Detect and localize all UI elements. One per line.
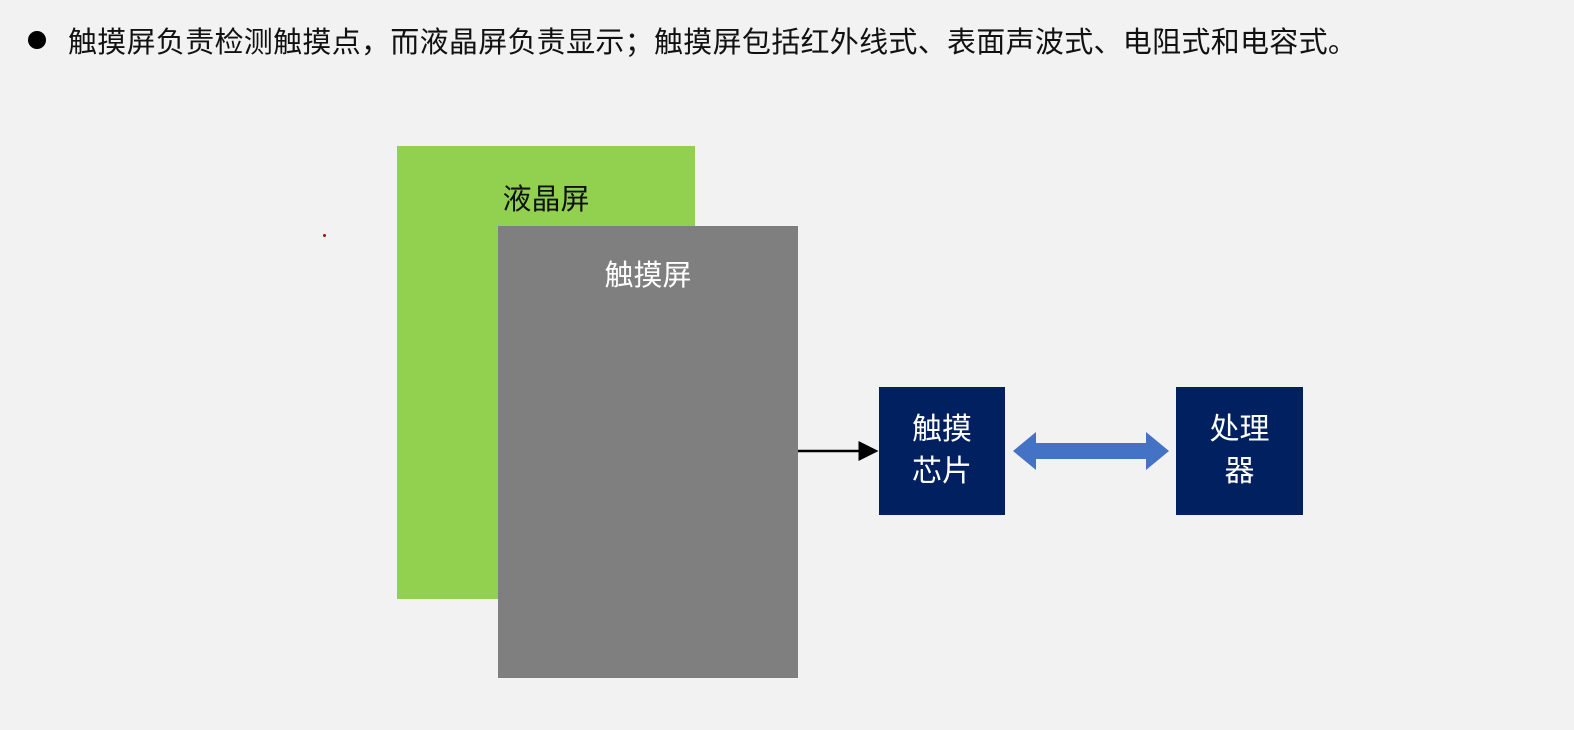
touchscreen-block: 触摸屏	[498, 226, 798, 678]
bullet-text: 触摸屏负责检测触摸点，而液晶屏负责显示；触摸屏包括红外线式、表面声波式、电阻式和…	[68, 25, 1358, 59]
lcd-screen-label: 液晶屏	[502, 182, 590, 216]
processor-block: 处理器	[1176, 387, 1303, 515]
bullet-dot-icon	[28, 31, 46, 49]
touch-chip-label: 触摸芯片	[912, 412, 972, 489]
pointer-dot-icon	[323, 234, 326, 237]
touchscreen-label: 触摸屏	[604, 258, 692, 292]
bullet-line: 触摸屏负责检测触摸点，而液晶屏负责显示；触摸屏包括红外线式、表面声波式、电阻式和…	[28, 18, 1357, 62]
touch-chip-block: 触摸芯片	[879, 387, 1005, 515]
processor-label: 处理器	[1209, 412, 1270, 489]
chip-processor-double-arrow	[1013, 432, 1169, 470]
